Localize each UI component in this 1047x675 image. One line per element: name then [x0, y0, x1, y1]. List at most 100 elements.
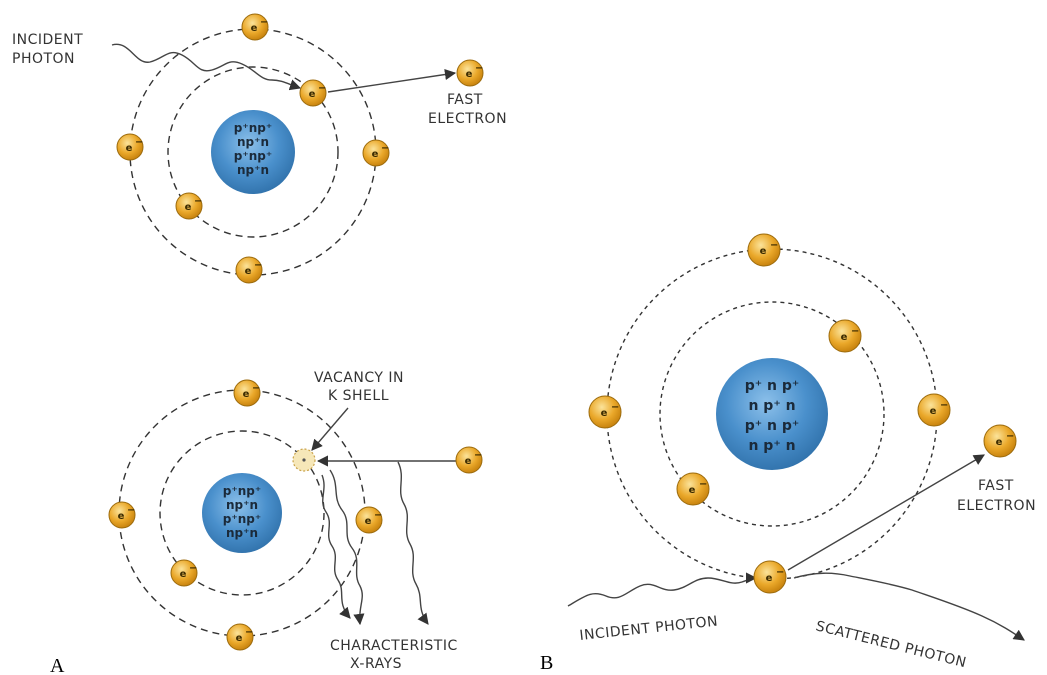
- electron-ball: [355, 506, 383, 534]
- fast-electron-label-2: ELECTRON: [957, 498, 1036, 514]
- inner-shell: [159, 430, 325, 596]
- electron-symbol: e: [126, 143, 133, 154]
- electron: e−: [676, 472, 710, 506]
- vacancy-dot: [302, 458, 306, 462]
- fast-electron-arrow: [327, 68, 457, 93]
- electron: e−: [241, 13, 269, 41]
- electron: e−: [233, 379, 261, 407]
- electron-symbol: e: [465, 456, 472, 467]
- inner-shell: [167, 66, 339, 238]
- electron-charge: −: [252, 383, 260, 394]
- electron-ball: [226, 623, 254, 651]
- electron-symbol: e: [118, 511, 125, 522]
- electron-charge: −: [611, 402, 619, 413]
- electron: e−: [983, 424, 1017, 458]
- electron: e−: [108, 501, 136, 529]
- electron-symbol: e: [236, 633, 243, 644]
- electron-ball: [828, 319, 862, 353]
- vacancy-label-1: VACANCY IN: [314, 370, 404, 386]
- nucleus-line-4: np⁺n: [226, 526, 258, 540]
- incident-photon-label-2: PHOTON: [12, 51, 75, 67]
- nucleus-line-4: n p⁺ n: [748, 438, 795, 454]
- incident-photon-wave: [567, 572, 758, 607]
- nucleus-line-1: p⁺ n p⁺: [745, 378, 800, 394]
- fast-electron-label-2: ELECTRON: [428, 111, 507, 127]
- nucleus-line-3: p⁺np⁺: [223, 512, 261, 526]
- nucleus: [202, 473, 282, 553]
- top-atom: p⁺np⁺ np⁺n p⁺np⁺ np⁺n INCIDENT PHOTON FA…: [12, 28, 507, 276]
- electron-symbol: e: [243, 389, 250, 400]
- xray-wave-2: [329, 469, 365, 626]
- electron-symbol: e: [251, 23, 258, 34]
- fast-electron-label-1: FAST: [447, 92, 483, 108]
- electron-ball: [299, 79, 327, 107]
- electron-ball: [917, 393, 951, 427]
- electron-symbol: e: [365, 516, 372, 527]
- electron-symbol: e: [689, 485, 696, 496]
- fast-electron-label-1: FAST: [978, 478, 1014, 494]
- electron-charge: −: [851, 326, 859, 337]
- bottom-atom: p⁺np⁺ np⁺n p⁺np⁺ np⁺n VACANCY IN K SHELL…: [118, 370, 458, 672]
- electron: e−: [588, 395, 622, 429]
- electron: e−: [235, 256, 263, 284]
- electron-ball: [455, 446, 483, 474]
- electron-ball: [362, 139, 390, 167]
- electron-symbol: e: [760, 246, 767, 257]
- electron: e−: [362, 139, 390, 167]
- electron-ball: [108, 501, 136, 529]
- electron-ball: [116, 133, 144, 161]
- electron-charge: −: [940, 400, 948, 411]
- electron-ball: [235, 256, 263, 284]
- electron: e−: [116, 133, 144, 161]
- electron-charge: −: [474, 450, 482, 461]
- electron-charge: −: [475, 63, 483, 74]
- characteristic-label-2: X-RAYS: [350, 656, 402, 672]
- electron-symbol: e: [930, 406, 937, 417]
- electron-charge: −: [189, 563, 197, 574]
- electron-symbol: e: [372, 149, 379, 160]
- electron: e−: [355, 506, 383, 534]
- electron: e−: [753, 560, 787, 594]
- electron-symbol: e: [185, 202, 192, 213]
- nucleus-line-3: p⁺ n p⁺: [745, 418, 800, 434]
- electron-ball: [676, 472, 710, 506]
- nucleus: [716, 358, 828, 470]
- nucleus-line-2: np⁺n: [226, 498, 258, 512]
- nucleus-line-3: p⁺np⁺: [234, 149, 272, 163]
- electron-ball: [588, 395, 622, 429]
- electron: e−: [455, 446, 483, 474]
- electron-symbol: e: [841, 332, 848, 343]
- electron-charge: −: [776, 567, 784, 578]
- electron-symbol: e: [180, 569, 187, 580]
- electron-charge: −: [135, 137, 143, 148]
- electron-symbol: e: [996, 437, 1003, 448]
- electron-charge: −: [194, 196, 202, 207]
- panel-b-label: B: [540, 652, 553, 674]
- nucleus-line-1: p⁺np⁺: [234, 121, 272, 135]
- electron-ball: [753, 560, 787, 594]
- electron-ball: [175, 192, 203, 220]
- electron-ball: [747, 233, 781, 267]
- inner-shell: [659, 301, 885, 527]
- characteristic-label-1: CHARACTERISTIC: [330, 638, 458, 654]
- vacancy-label-2: K SHELL: [328, 388, 389, 404]
- electron-charge: −: [374, 510, 382, 521]
- vacancy-pointer: [311, 407, 349, 451]
- nucleus-line-4: np⁺n: [237, 163, 269, 177]
- electron-symbol: e: [309, 89, 316, 100]
- xray-wave-1: [321, 474, 351, 619]
- electron-charge: −: [260, 17, 268, 28]
- nucleus-line-2: n p⁺ n: [748, 398, 795, 414]
- electron: e−: [299, 79, 327, 107]
- electron-ball: [170, 559, 198, 587]
- electron-symbol: e: [466, 69, 473, 80]
- electron: e−: [226, 623, 254, 651]
- incident-photon-wave: [111, 43, 302, 91]
- nucleus: [211, 110, 295, 194]
- compton-atom: p⁺ n p⁺ n p⁺ n p⁺ n p⁺ n p⁺ n INCIDENT P…: [567, 248, 1036, 671]
- electron-ball: [233, 379, 261, 407]
- scattered-photon-label: SCATTERED PHOTON: [814, 618, 968, 671]
- nucleus-line-1: p⁺np⁺: [223, 484, 261, 498]
- incident-photon-label: INCIDENT PHOTON: [579, 614, 719, 644]
